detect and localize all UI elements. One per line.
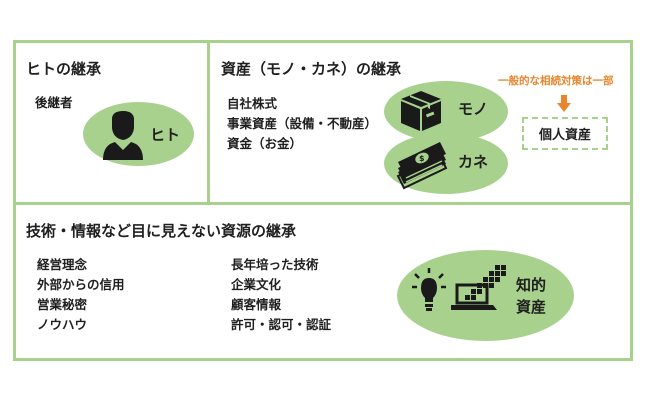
chiteki-label-line2: 資産 xyxy=(516,296,546,318)
list-item: 営業秘密 xyxy=(37,295,125,315)
hito-ellipse-label: ヒト xyxy=(150,124,180,145)
hito-section-title: ヒトの継承 xyxy=(26,58,101,79)
chiteki-ellipse-label: 知的 資産 xyxy=(516,274,546,318)
personal-assets-box: 個人資産 xyxy=(522,117,608,150)
mono-label: モノ xyxy=(458,98,488,119)
vertical-divider xyxy=(207,40,210,204)
chiteki-list-left: 経営理念 外部からの信用 営業秘密 ノウハウ xyxy=(37,255,125,335)
box-icon xyxy=(397,87,445,133)
laptop-data-icon xyxy=(451,265,507,311)
shisan-item-funds: 資金（お金） xyxy=(227,134,302,154)
list-item: 外部からの信用 xyxy=(37,275,125,295)
shisan-item-stock: 自社株式 xyxy=(227,94,277,114)
chiteki-label-line1: 知的 xyxy=(516,274,546,296)
list-item: 顧客情報 xyxy=(231,295,331,315)
down-arrow-icon xyxy=(557,95,571,113)
chiteki-list-right: 長年培った技術 企業文化 顧客情報 許可・認可・認証 xyxy=(231,255,331,335)
chiteki-section-title: 技術・情報など目に見えない資源の継承 xyxy=(26,220,296,241)
list-item: 経営理念 xyxy=(37,255,125,275)
horizontal-divider xyxy=(13,202,633,205)
lightbulb-icon xyxy=(412,268,446,314)
list-item: 企業文化 xyxy=(231,275,331,295)
shisan-section-title: 資産（モノ・カネ）の継承 xyxy=(221,58,401,79)
list-item: 許可・認可・認証 xyxy=(231,315,331,335)
inheritance-note: 一般的な相続対策は一部 xyxy=(498,73,614,88)
personal-assets-label: 個人資産 xyxy=(539,124,591,143)
list-item: 長年培った技術 xyxy=(231,255,331,275)
person-icon xyxy=(101,110,145,160)
shisan-item-business-assets: 事業資産（設備・不動産） xyxy=(227,114,377,134)
svg-text:$: $ xyxy=(419,154,425,163)
successor-label: 後継者 xyxy=(35,93,73,113)
kane-label: カネ xyxy=(458,151,488,172)
money-icon: $ xyxy=(396,140,448,188)
list-item: ノウハウ xyxy=(37,315,125,335)
